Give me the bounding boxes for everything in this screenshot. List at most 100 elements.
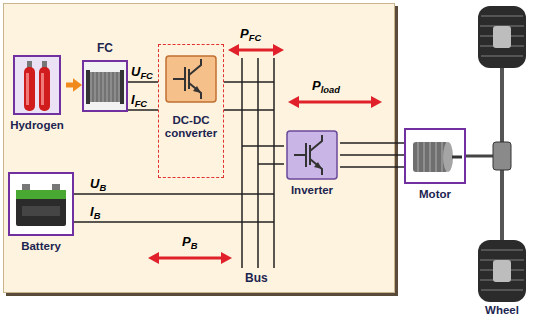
- icon-part: [86, 70, 90, 104]
- icon-part: [166, 56, 216, 102]
- battery: Battery: [8, 172, 74, 260]
- bus-line: [257, 58, 259, 268]
- wheel-icon: [472, 4, 532, 304]
- icon-part: [41, 73, 44, 105]
- power-arrow-shaft: [158, 257, 222, 260]
- arrow-head: [73, 78, 82, 92]
- hydrogen-tank-icon: [13, 55, 61, 115]
- icon-part: [26, 73, 29, 105]
- arrow-head: [288, 96, 299, 108]
- label-holder: IB: [90, 204, 100, 221]
- signal-label: IB: [90, 204, 100, 221]
- icon-part: [89, 72, 121, 102]
- power-label: Pload: [312, 78, 340, 95]
- battery-icon: [8, 172, 74, 236]
- bus-line: [241, 58, 243, 268]
- signal-label: UB: [90, 176, 106, 193]
- icon-part: [39, 67, 50, 111]
- node-label: Wheel: [472, 304, 532, 317]
- connector: [466, 156, 472, 157]
- icon-part: [418, 142, 442, 172]
- icon-part: [413, 142, 448, 172]
- power-arrow-shaft: [298, 101, 372, 104]
- connector-line: [128, 109, 158, 111]
- wire: [258, 163, 284, 165]
- inverter-icon: [286, 130, 338, 180]
- signal-label: UFC: [131, 64, 153, 81]
- hydrogen-tank: Hydrogen: [8, 55, 66, 137]
- connector-line: [66, 83, 73, 88]
- node-label: Hydrogen: [8, 119, 66, 132]
- motor-icon: [404, 128, 466, 184]
- icon-part: [493, 260, 511, 282]
- power-arrows: [148, 44, 382, 264]
- node-label: Inverter: [284, 184, 340, 197]
- icon-part: [294, 135, 322, 175]
- wire: [224, 109, 274, 111]
- connector: [340, 143, 404, 144]
- connector-line: [128, 81, 158, 83]
- icon-part: load: [321, 85, 340, 95]
- arrow-head: [371, 96, 382, 108]
- icon-part: [480, 16, 524, 56]
- icon-part: [472, 155, 494, 158]
- wheel: Wheel: [472, 4, 532, 324]
- icon-part: [93, 72, 117, 102]
- icon-part: [83, 61, 127, 111]
- fuel-cell: FC: [82, 42, 128, 114]
- node-label: DC-DC converter: [159, 114, 223, 140]
- connector: [66, 78, 82, 92]
- dc-dc-converter-icon: [165, 55, 217, 103]
- icon-part: [16, 190, 66, 199]
- motor: Motor: [404, 128, 466, 204]
- label-holder: UFC: [131, 64, 153, 81]
- signal-label: IFC: [131, 92, 147, 109]
- label-holder: Pload: [312, 78, 340, 95]
- bus-lines: [242, 58, 274, 268]
- icon-part: [480, 250, 524, 290]
- dc-dc-converter: DC-DC converter: [158, 44, 224, 178]
- icon-part: [314, 162, 322, 169]
- connector-line: [340, 166, 404, 168]
- label-holder: IFC: [131, 92, 147, 109]
- power-label: PFC: [240, 26, 261, 43]
- icon-part: FC: [140, 71, 152, 81]
- label-holder: PFC: [240, 26, 261, 43]
- icon-part: [405, 129, 465, 183]
- node-label: Battery: [8, 240, 74, 253]
- label-holder: UB: [90, 176, 106, 193]
- connector: [128, 110, 158, 111]
- icon-part: [452, 156, 462, 159]
- icon-part: [493, 142, 511, 170]
- connector: [128, 82, 158, 83]
- connector-line: [340, 142, 404, 144]
- inverter: Inverter: [284, 130, 340, 202]
- icon-part: B: [94, 211, 101, 221]
- icon-part: [24, 67, 35, 111]
- node-label: Motor: [404, 188, 466, 201]
- wire: [74, 193, 274, 195]
- icon-part: FC: [249, 33, 261, 43]
- arrow-head: [148, 252, 159, 264]
- connector-line: [466, 155, 472, 158]
- connector: [340, 167, 404, 168]
- wire: [224, 81, 274, 83]
- arrow-head: [273, 44, 284, 56]
- label-holder: Bus: [245, 271, 268, 285]
- icon-part: B: [191, 241, 198, 251]
- power-label: PB: [182, 234, 197, 251]
- icon-part: [16, 190, 66, 226]
- icon-part: [22, 184, 30, 190]
- node-label: FC: [82, 42, 128, 56]
- fuel-cell-icon: [82, 60, 128, 112]
- connector: [340, 155, 404, 156]
- icon-part: [478, 240, 526, 302]
- label-holder: PB: [182, 234, 197, 251]
- icon-part: [52, 184, 60, 190]
- icon-part: [193, 86, 201, 93]
- icon-part: [9, 173, 73, 235]
- arrow-head: [228, 44, 239, 56]
- icon-part: [493, 26, 511, 48]
- arrow-head: [221, 252, 232, 264]
